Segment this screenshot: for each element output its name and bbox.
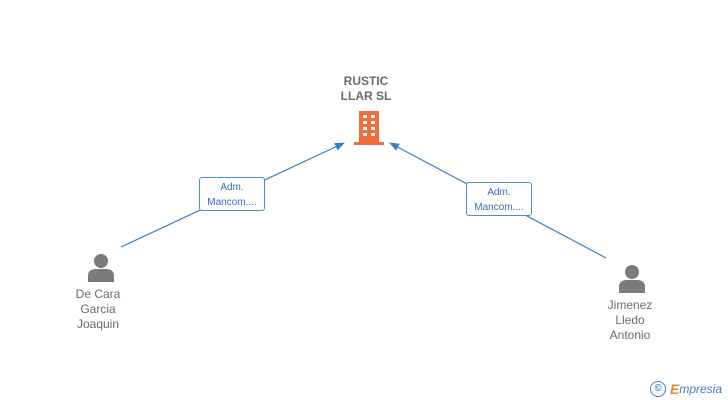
person-name-line: Garcia xyxy=(80,302,116,316)
company-name-line1: RUSTIC xyxy=(343,74,389,88)
building-icon[interactable] xyxy=(352,110,386,146)
person-name-line: Antonio xyxy=(609,328,651,342)
brand-name: mpresia xyxy=(679,382,723,396)
company-name[interactable]: RUSTIC LLAR SL xyxy=(316,74,416,104)
role-badge-right[interactable]: Adm. Mancom.... xyxy=(466,182,532,216)
person-name-line: Lledo xyxy=(615,313,645,327)
person-name-line: Jimenez xyxy=(607,298,653,312)
role-label: Adm. xyxy=(220,182,244,193)
brand-initial: E xyxy=(670,381,680,397)
copyright-icon: © xyxy=(650,381,666,397)
company-name-line2: LLAR SL xyxy=(340,89,392,103)
role-label: Mancom.... xyxy=(474,202,524,213)
role-label: Mancom.... xyxy=(207,197,257,208)
person-name-line: Joaquin xyxy=(76,317,120,331)
person-name-left[interactable]: De Cara Garcia Joaquin xyxy=(48,287,148,332)
person-name-right[interactable]: Jimenez Lledo Antonio xyxy=(580,298,680,343)
person-icon[interactable] xyxy=(86,252,116,282)
person-name-line: De Cara xyxy=(75,287,121,301)
role-label: Adm. xyxy=(487,187,511,198)
person-icon[interactable] xyxy=(617,263,647,293)
role-badge-left[interactable]: Adm. Mancom.... xyxy=(199,177,265,211)
